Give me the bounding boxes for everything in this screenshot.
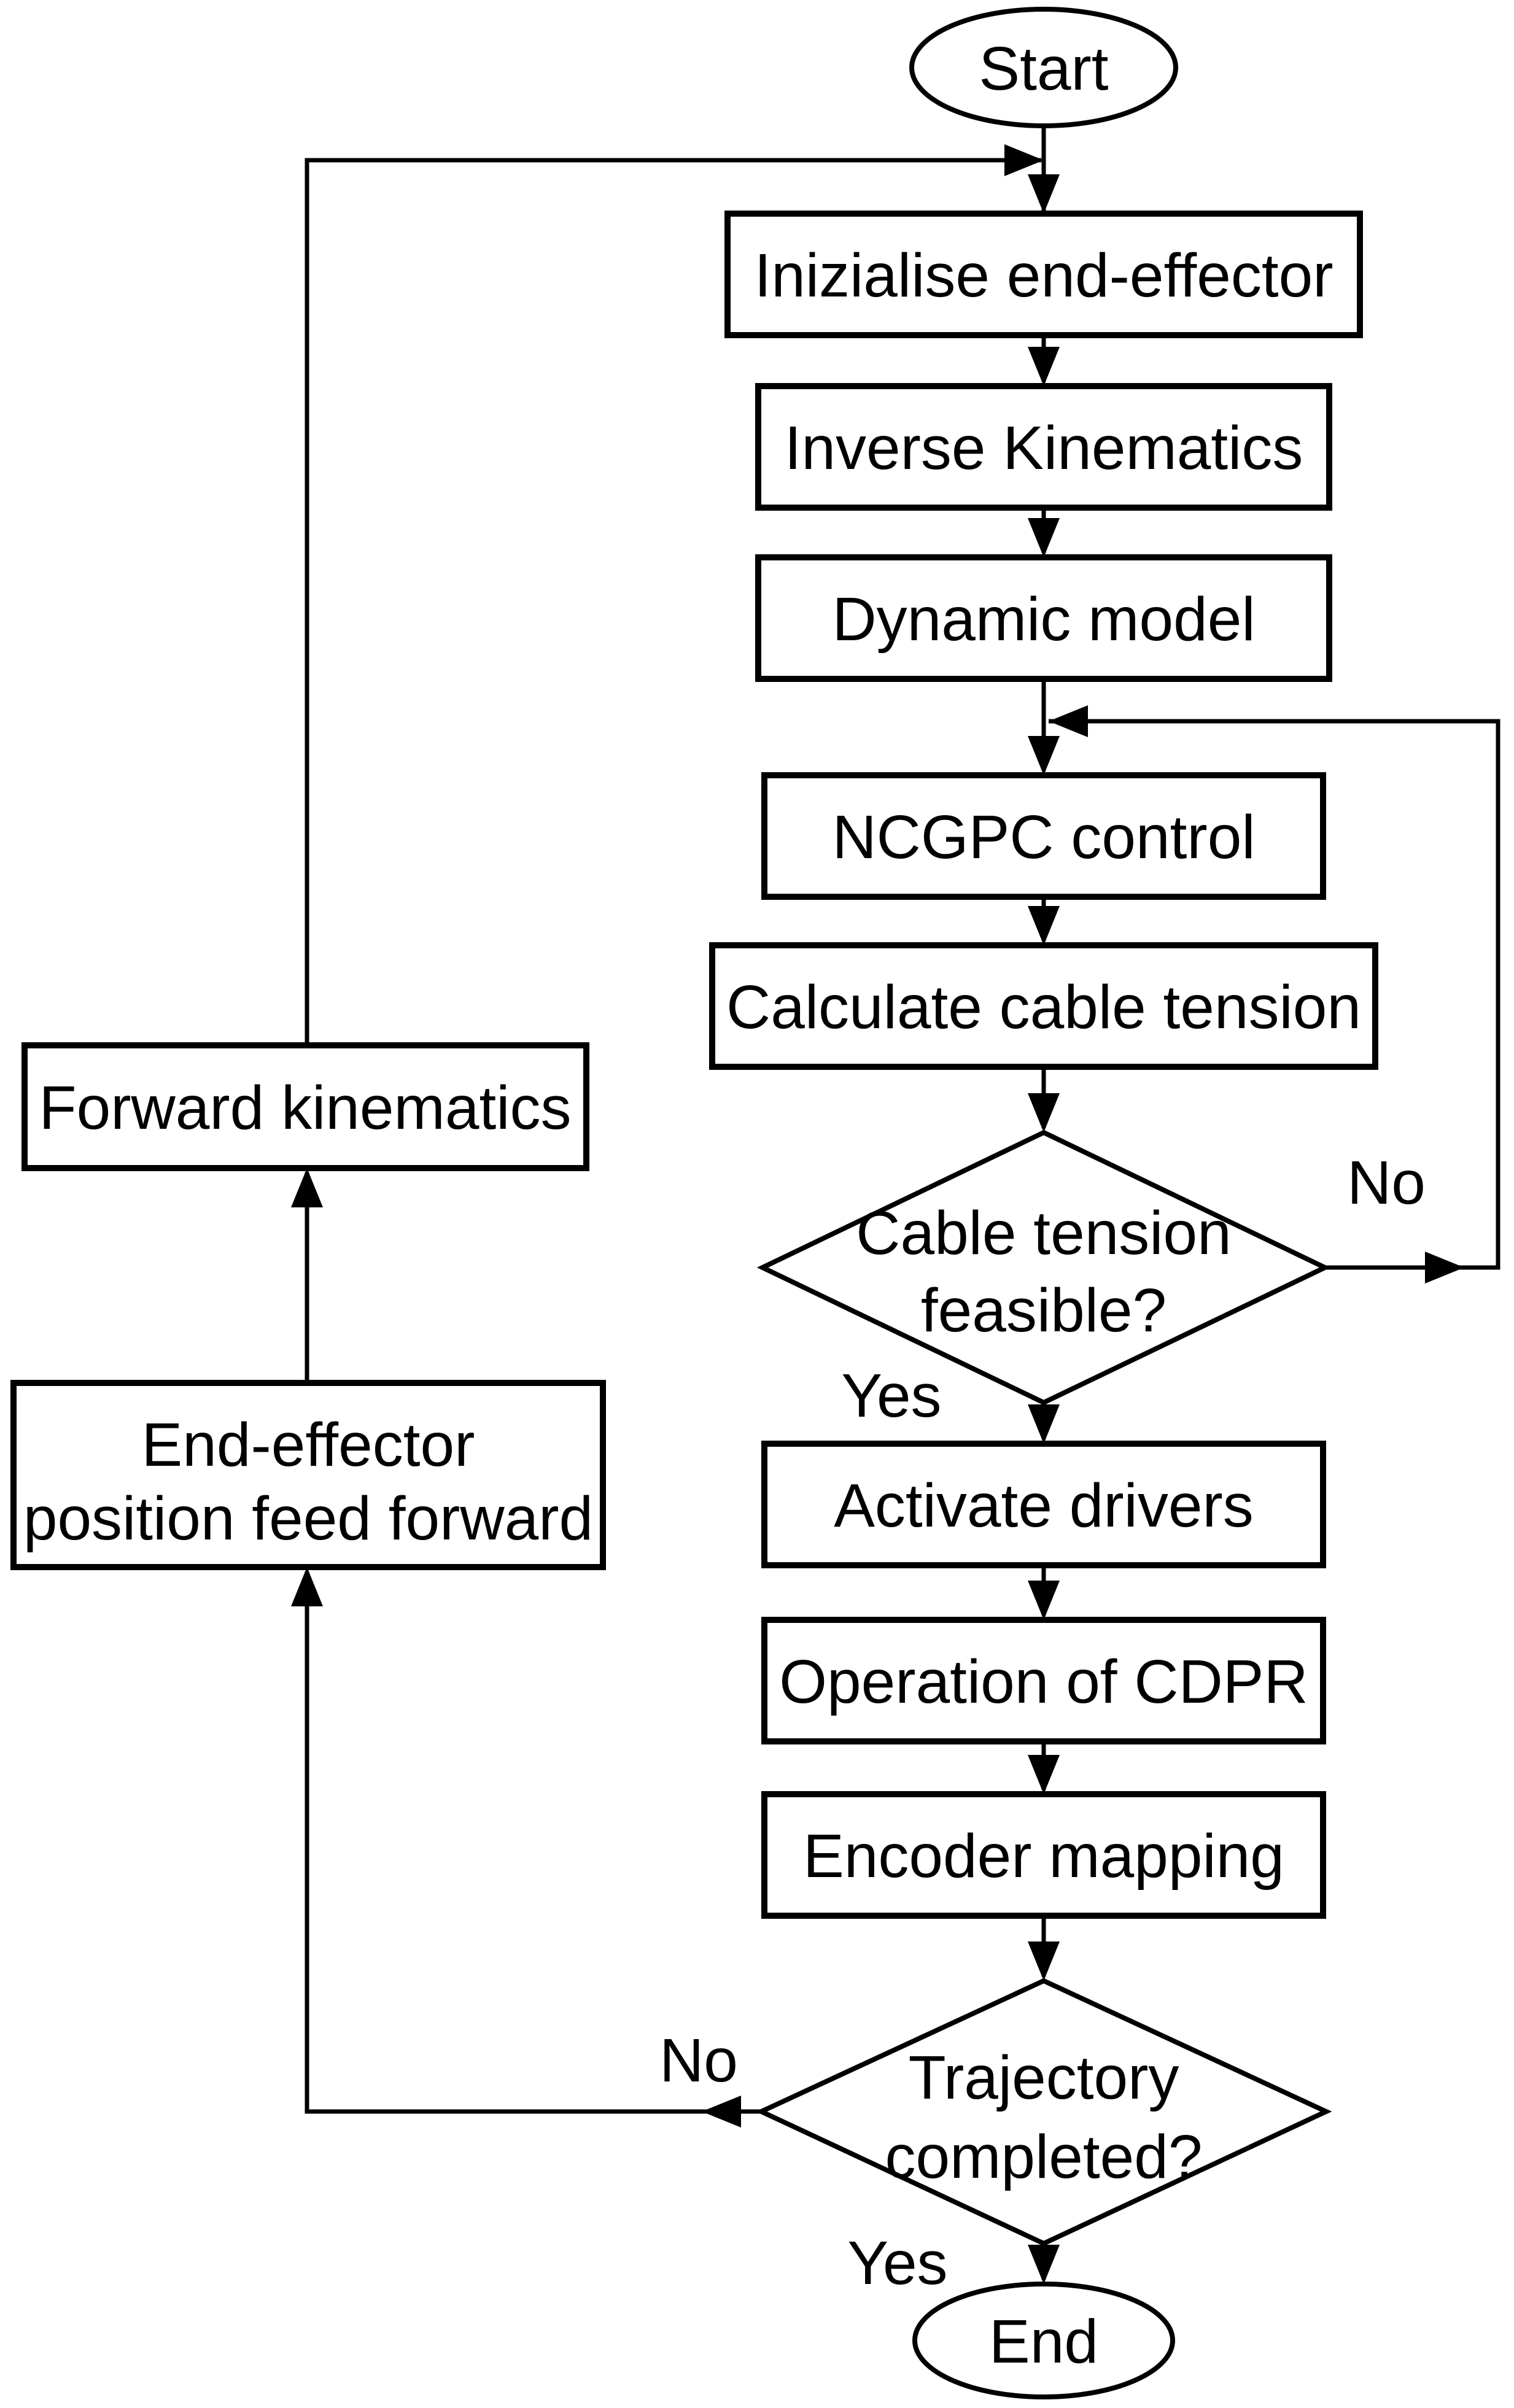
dynamic-model-label: Dynamic model (832, 585, 1255, 654)
arrowhead-into-feed-forward (291, 1567, 323, 1606)
arrowhead-into-trajectory-decision (1028, 1941, 1060, 1981)
cable-no-label: No (1347, 1148, 1426, 1217)
process-activate-drivers (761, 1441, 1326, 1568)
edge-trajectory-no-loop (305, 1571, 761, 2114)
ncgpc-control-label: NCGPC control (832, 803, 1255, 872)
activate-drivers-label: Activate drivers (834, 1471, 1254, 1540)
arrowhead-into-initialise (1028, 174, 1060, 214)
start-label: Start (979, 34, 1108, 103)
decision-trajectory-completed (755, 1978, 1332, 2247)
process-ncgpc-control (761, 772, 1326, 900)
edge-forward-kinematics-to-initialise (305, 158, 1041, 1045)
arrowhead-into-activate (1028, 1404, 1060, 1444)
forward-kinematics-label: Forward kinematics (39, 1074, 572, 1142)
arrowhead-feedback-junction-right (1004, 144, 1044, 176)
trajectory-completed-label-line1: Trajectory (909, 2043, 1179, 2112)
process-encoder-mapping (761, 1791, 1326, 1919)
encoder-mapping-label: Encoder mapping (803, 1822, 1284, 1891)
arrowhead-into-end (1028, 2245, 1060, 2284)
arrowhead-cable-no-right (1425, 1252, 1464, 1283)
process-operation-of-cdpr (761, 1617, 1326, 1744)
operation-of-cdpr-label: Operation of CDPR (779, 1647, 1308, 1716)
end-effector-feed-forward-label-line2: position feed forward (23, 1484, 593, 1553)
arrowhead-into-inverse (1028, 347, 1060, 386)
process-dynamic-model (755, 554, 1332, 682)
initialise-label: Inizialise end-effector (754, 241, 1333, 310)
process-initialise-end-effector (724, 211, 1363, 338)
arrowhead-return-junction-left (1049, 705, 1088, 737)
arrowhead-into-calculate (1028, 906, 1060, 945)
trajectory-completed-label-line2: completed? (885, 2123, 1203, 2191)
arrowhead-into-encoder (1028, 1755, 1060, 1794)
end-terminator (912, 2282, 1175, 2399)
cable-tension-feasible-label-line1: Cable tension (856, 1199, 1232, 1268)
cable-yes-label: Yes (841, 1361, 941, 1430)
process-forward-kinematics (21, 1042, 589, 1171)
trajectory-no-label: No (659, 2026, 738, 2095)
decision-cable-tension-feasible (756, 1129, 1331, 1406)
end-effector-feed-forward-label-line1: End-effector (142, 1411, 475, 1479)
arrowhead-into-forward-kinematics (291, 1168, 323, 1207)
arrowhead-trajectory-no-left (702, 2096, 741, 2127)
end-label: End (989, 2307, 1098, 2376)
process-calculate-cable-tension (709, 942, 1378, 1070)
edge-cable-no-loop (1049, 719, 1500, 1270)
trajectory-yes-label: Yes (847, 2229, 947, 2298)
cable-tension-feasible-label-line2: feasible? (921, 1276, 1167, 1345)
process-end-effector-feed-forward (10, 1380, 606, 1570)
arrowhead-into-ncgpc (1028, 736, 1060, 775)
inverse-kinematics-label: Inverse Kinematics (785, 414, 1303, 482)
arrowhead-into-dynamic (1028, 518, 1060, 557)
process-inverse-kinematics (755, 383, 1332, 511)
start-terminator (909, 7, 1178, 128)
arrowhead-into-cable-decision (1028, 1093, 1060, 1132)
arrowhead-into-operation (1028, 1581, 1060, 1620)
calculate-cable-tension-label: Calculate cable tension (726, 973, 1361, 1042)
